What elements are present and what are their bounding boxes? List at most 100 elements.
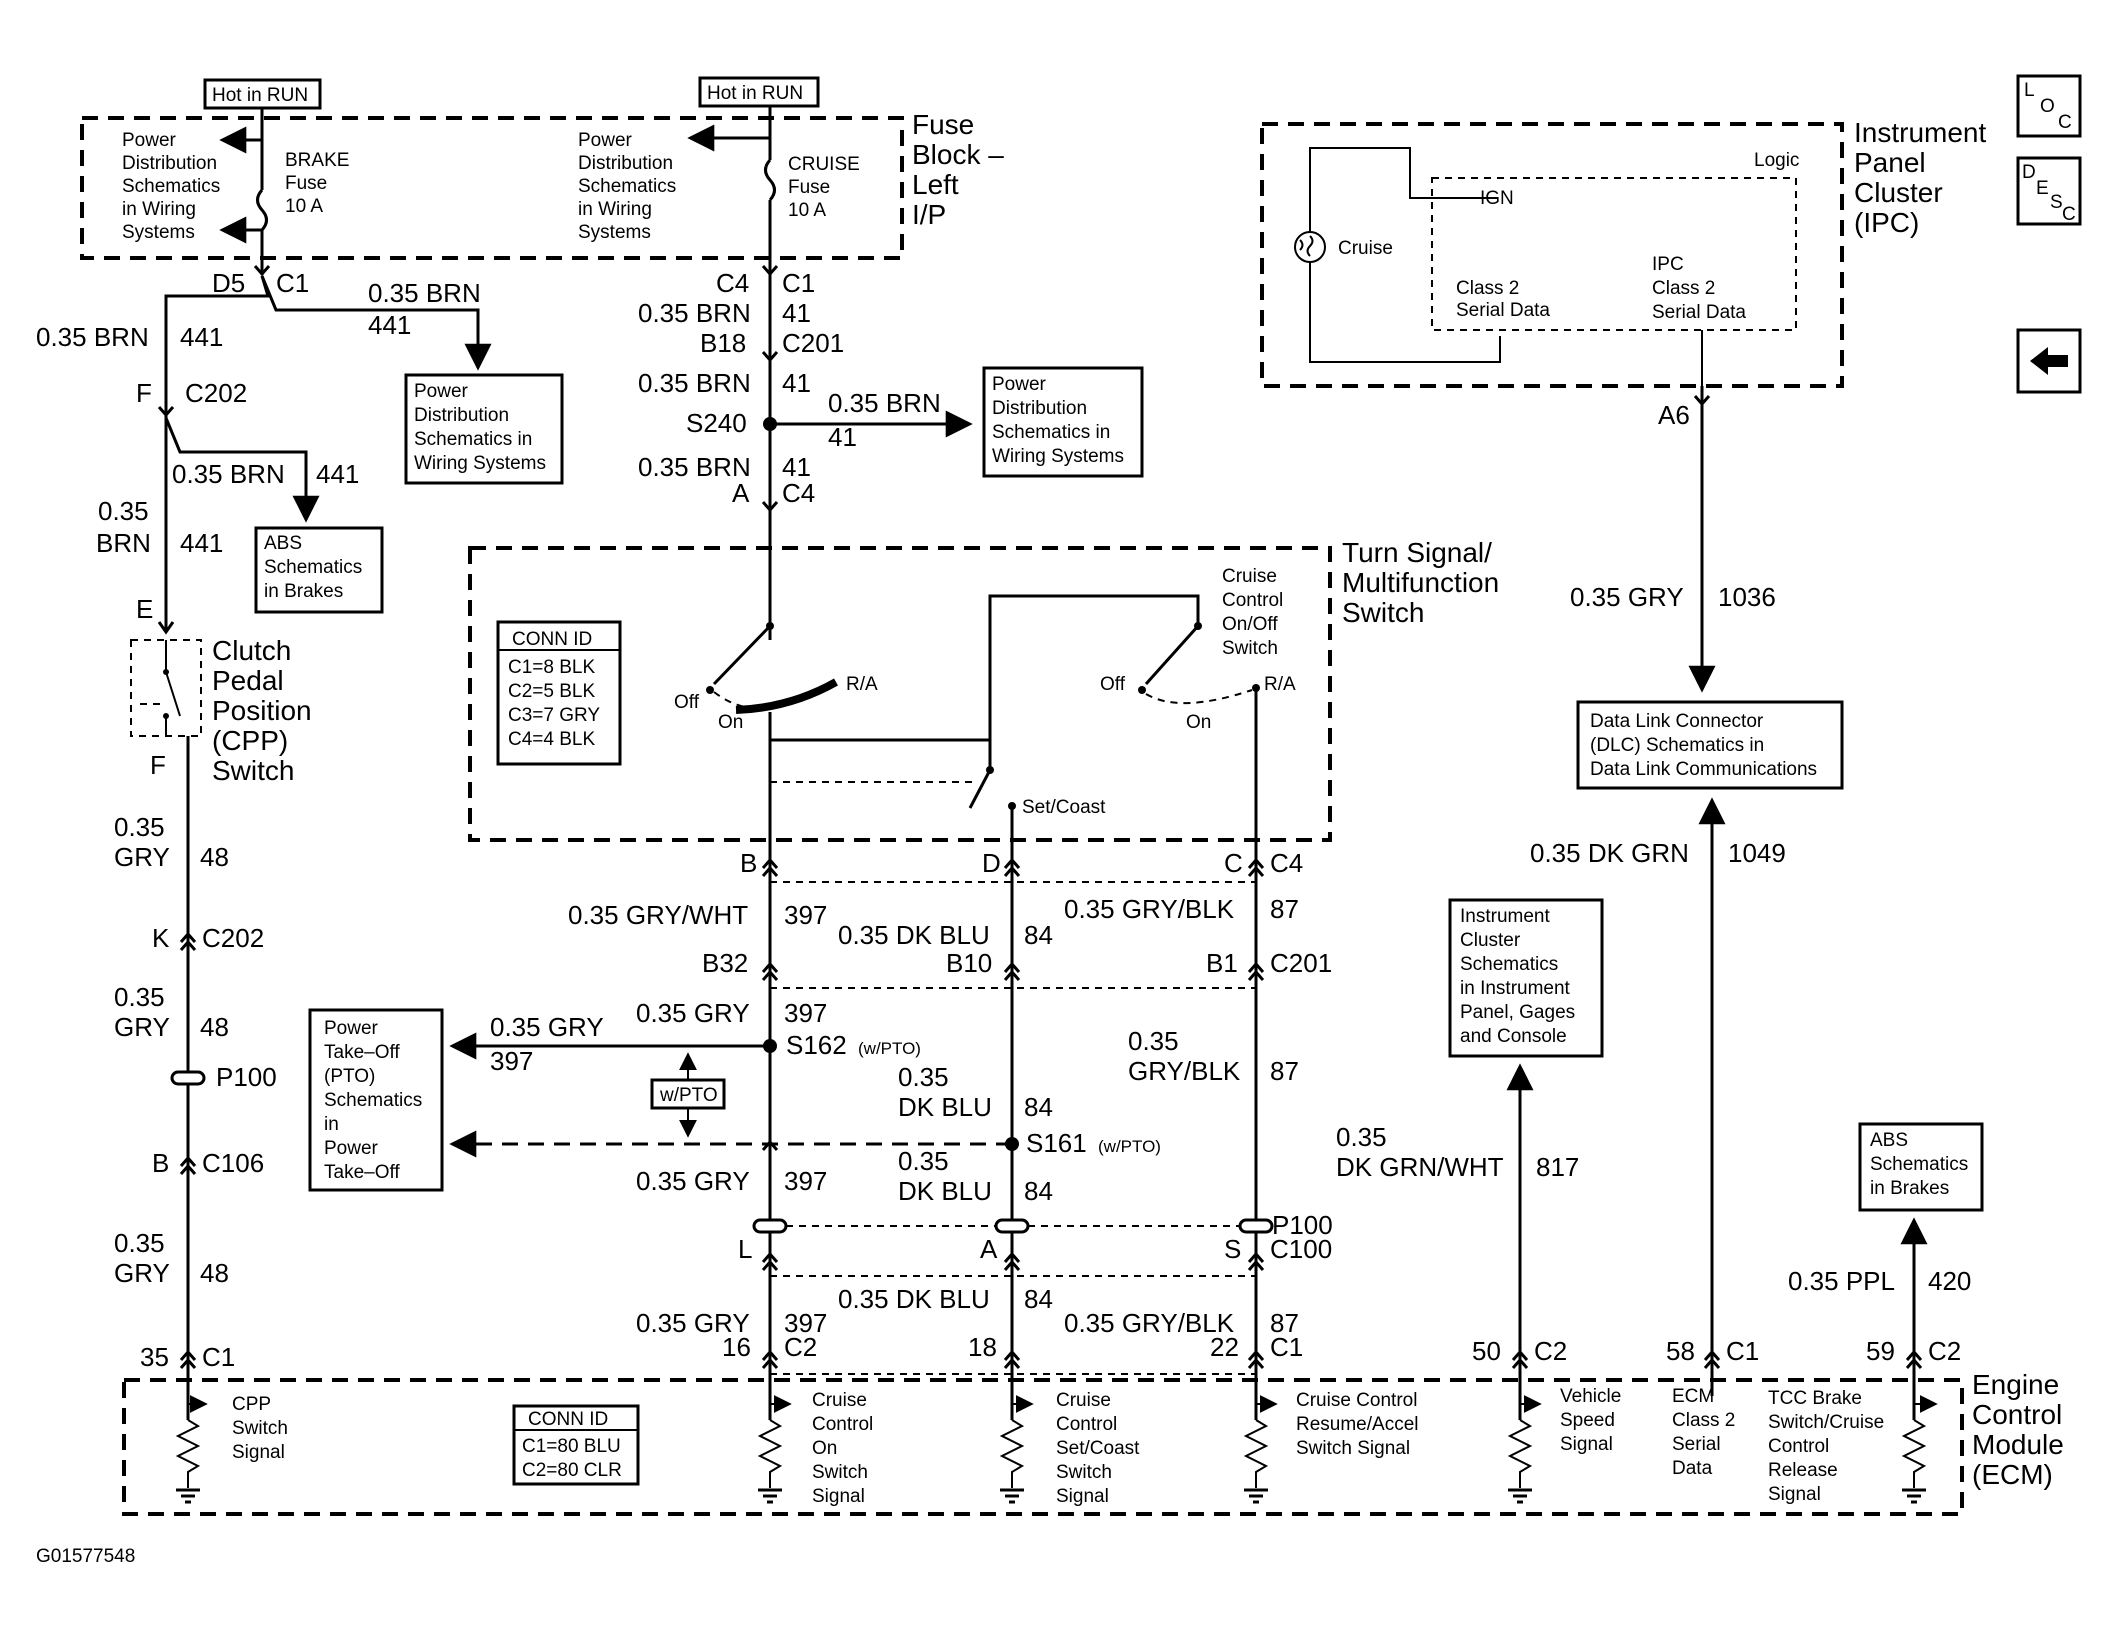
abs-ref-box[interactable] bbox=[254, 526, 384, 614]
wire-label: 84 bbox=[1024, 920, 1053, 950]
ref-box-text: ABS bbox=[264, 533, 302, 554]
wire-label: 0.35 BRN bbox=[172, 459, 285, 489]
power-distribution-ref-box[interactable] bbox=[404, 373, 564, 485]
splice-label: S161 bbox=[1026, 1128, 1087, 1158]
wire-label: 0.35 GRY/BLK bbox=[1064, 894, 1235, 924]
ecm-signal-label: Vehicle bbox=[1560, 1386, 1621, 1407]
wire-label: 0.35 bbox=[114, 1228, 165, 1258]
pd-text: Distribution bbox=[122, 153, 217, 174]
ecm-signal-label: Cruise bbox=[1056, 1390, 1111, 1411]
desc-text: S bbox=[2050, 192, 2063, 213]
wire-label: 87 bbox=[1270, 894, 1299, 924]
ecm-border bbox=[122, 1378, 1964, 1516]
cruise-switch-title: Switch bbox=[1222, 638, 1278, 659]
cruise-switch-title: Cruise bbox=[1222, 566, 1277, 587]
fuse-block-border bbox=[80, 116, 904, 260]
wire-label: 87 bbox=[1270, 1308, 1299, 1338]
wire-label: 420 bbox=[1928, 1266, 1971, 1296]
instrument-cluster-ref-box[interactable] bbox=[1448, 898, 1604, 1058]
wire-label: 1049 bbox=[1728, 838, 1786, 868]
ra-switch-blade-icon bbox=[712, 624, 772, 686]
option-label: (w/PTO) bbox=[858, 1039, 921, 1058]
cruise-feed: C4 C1 0.35 BRN 41 B18 C201 0.35 BRN 41 S… bbox=[638, 258, 1144, 640]
connector-label: C4 bbox=[1270, 848, 1303, 878]
ecm-title: Control bbox=[1972, 1399, 2062, 1430]
switch-position-label: R/A bbox=[1264, 674, 1296, 695]
ref-box-text: Wiring Systems bbox=[992, 446, 1124, 467]
wire-label: 0.35 bbox=[98, 496, 149, 526]
switch-position-label: Off bbox=[674, 692, 700, 713]
conn-id-row: C3=7 GRY bbox=[508, 705, 600, 726]
switch-position-label: Off bbox=[1100, 674, 1126, 695]
wire-label: 397 bbox=[784, 1308, 827, 1338]
fuse-block-title: Block – bbox=[912, 139, 1004, 170]
pin-label: D bbox=[982, 848, 1001, 878]
desc-text: E bbox=[2036, 178, 2049, 199]
switch-position-label: On bbox=[1186, 712, 1211, 733]
ecm-signal-label: Signal bbox=[812, 1486, 865, 1507]
pin-label: C4 bbox=[716, 268, 749, 298]
pin-label: B bbox=[152, 1148, 169, 1178]
switch-title: Multifunction bbox=[1342, 567, 1499, 598]
pin-label: 18 bbox=[968, 1332, 997, 1362]
loc-text: C bbox=[2058, 112, 2072, 133]
wire-label: 397 bbox=[784, 1166, 827, 1196]
ecm-signal-label: Switch/Cruise bbox=[1768, 1412, 1884, 1433]
pin-label: D5 bbox=[212, 268, 245, 298]
conn-id-header: CONN ID bbox=[528, 1409, 608, 1430]
ecm-signal-label: Signal bbox=[232, 1442, 285, 1463]
pin-label: C bbox=[1224, 848, 1243, 878]
dlc-ref-box[interactable] bbox=[1576, 700, 1844, 790]
s162-splice-icon bbox=[763, 1039, 777, 1053]
ecm-signal-label: CPP bbox=[232, 1394, 271, 1415]
cpp-switch-title: Clutch bbox=[212, 635, 291, 666]
ecm-signal-label: Signal bbox=[1056, 1486, 1109, 1507]
ref-box-text: in Brakes bbox=[1870, 1178, 1949, 1199]
ref-box-text: Take–Off bbox=[324, 1162, 400, 1183]
brake-fuse-label: BRAKE bbox=[285, 150, 349, 171]
ref-box-text: Distribution bbox=[414, 405, 509, 426]
pin-label: 35 bbox=[140, 1342, 169, 1372]
ref-box-text: Power bbox=[324, 1138, 379, 1159]
wire-label: 817 bbox=[1536, 1152, 1579, 1182]
splice-label: S240 bbox=[686, 408, 747, 438]
wire-label: 0.35 BRN bbox=[36, 322, 149, 352]
desc-button[interactable]: D E S C bbox=[2016, 156, 2082, 226]
ecm-signal-label: On bbox=[812, 1438, 837, 1459]
power-distribution-ref-box-2[interactable] bbox=[982, 366, 1144, 478]
connector-label: C2 bbox=[1928, 1336, 1961, 1366]
wire-label: 0.35 GRY/WHT bbox=[568, 900, 748, 930]
ecm-input-vss-icon bbox=[1507, 1380, 1542, 1504]
pto-ref-box[interactable] bbox=[308, 1008, 444, 1192]
desc-text: D bbox=[2022, 162, 2036, 183]
ecm-signal-label: Serial bbox=[1672, 1434, 1721, 1455]
conn-id-row: C1=80 BLU bbox=[522, 1436, 621, 1457]
turn-signal-switch: Turn Signal/ Multifunction Switch CONN I… bbox=[468, 537, 1499, 878]
ecm-signal-label: Signal bbox=[1768, 1484, 1821, 1505]
ipc-border bbox=[1260, 122, 1844, 388]
ipc-text: IPC bbox=[1652, 254, 1684, 275]
connector-label: C1 bbox=[276, 268, 309, 298]
loc-button[interactable]: L O C bbox=[2016, 74, 2082, 138]
multifunction-switch-border bbox=[468, 546, 1332, 842]
ecm-signal-label: Cruise bbox=[812, 1390, 867, 1411]
pin-label: 59 bbox=[1866, 1336, 1895, 1366]
arrow-left-icon bbox=[2030, 347, 2068, 375]
wire-label: 48 bbox=[200, 1012, 229, 1042]
wire-label: 0.35 BRN bbox=[828, 388, 941, 418]
ecm-input-cpp-icon bbox=[175, 1380, 208, 1504]
ecm-signal-label: Switch bbox=[812, 1462, 868, 1483]
back-button[interactable] bbox=[2016, 328, 2082, 394]
ipc-text: Class 2 bbox=[1652, 278, 1715, 299]
ecm-signal-label: Class 2 bbox=[1672, 1410, 1735, 1431]
ecm-section: Engine Control Module (ECM) CONN ID C1=8… bbox=[122, 1369, 2064, 1516]
ref-box-text: Schematics bbox=[264, 557, 362, 578]
ecm-signal-label: Switch Signal bbox=[1296, 1438, 1410, 1459]
abs-ref-box-2[interactable] bbox=[1858, 1122, 1984, 1212]
wire-label: 0.35 bbox=[1336, 1122, 1387, 1152]
option-label: (w/PTO) bbox=[1098, 1137, 1161, 1156]
pin-label: F bbox=[150, 750, 166, 780]
ecm-input-on-icon bbox=[757, 1380, 792, 1504]
wire-label: 397 bbox=[784, 900, 827, 930]
pin-label: 22 bbox=[1210, 1332, 1239, 1362]
